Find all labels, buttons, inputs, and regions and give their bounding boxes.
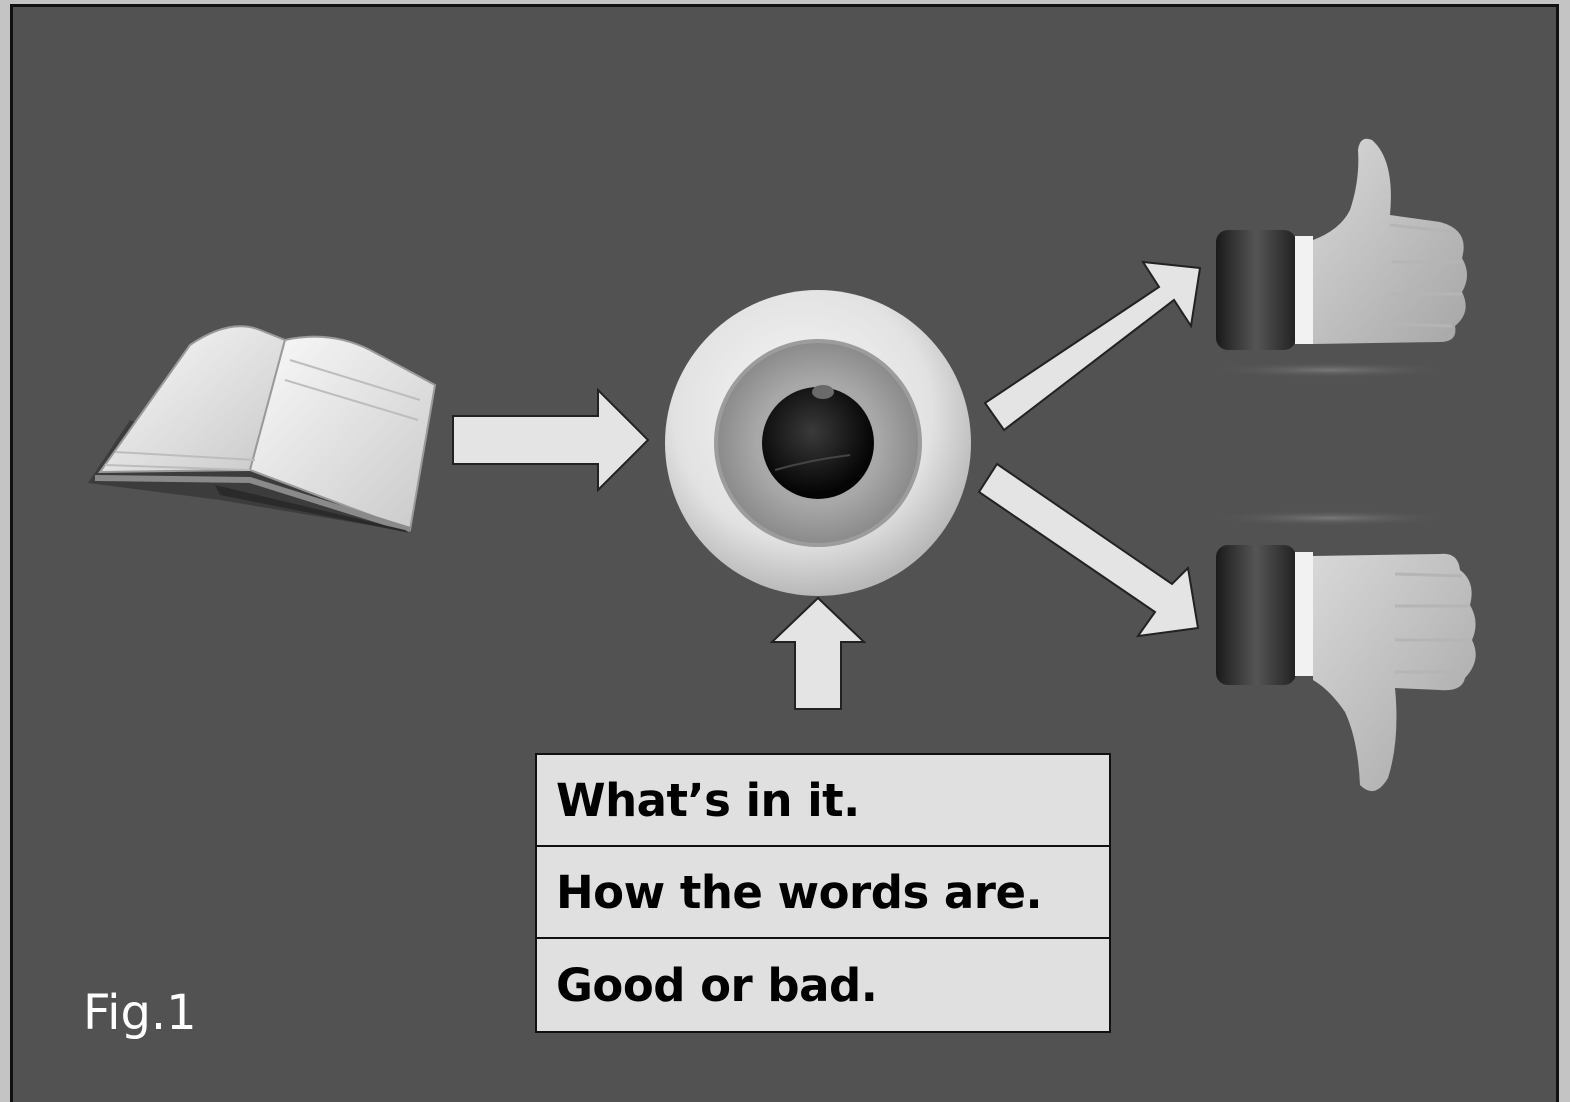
- figure-label: Fig.1: [83, 985, 197, 1041]
- arrow-criteria-to-eye: [772, 598, 864, 709]
- criteria-row-content: What’s in it.: [537, 755, 1109, 847]
- criteria-row-judgement: Good or bad.: [537, 939, 1109, 1031]
- arrow-book-to-eye: [453, 390, 648, 490]
- thumbs-down-icon: [1205, 510, 1476, 791]
- arrow-eye-to-thumbs-down: [979, 464, 1198, 636]
- open-book-icon: [88, 326, 435, 533]
- arrow-eye-to-thumbs-up: [985, 262, 1200, 430]
- eyeball-icon: [665, 290, 971, 596]
- thumbs-up-icon: [1205, 139, 1467, 378]
- criteria-row-style: How the words are.: [537, 847, 1109, 939]
- criteria-table: What’s in it. How the words are. Good or…: [535, 753, 1111, 1033]
